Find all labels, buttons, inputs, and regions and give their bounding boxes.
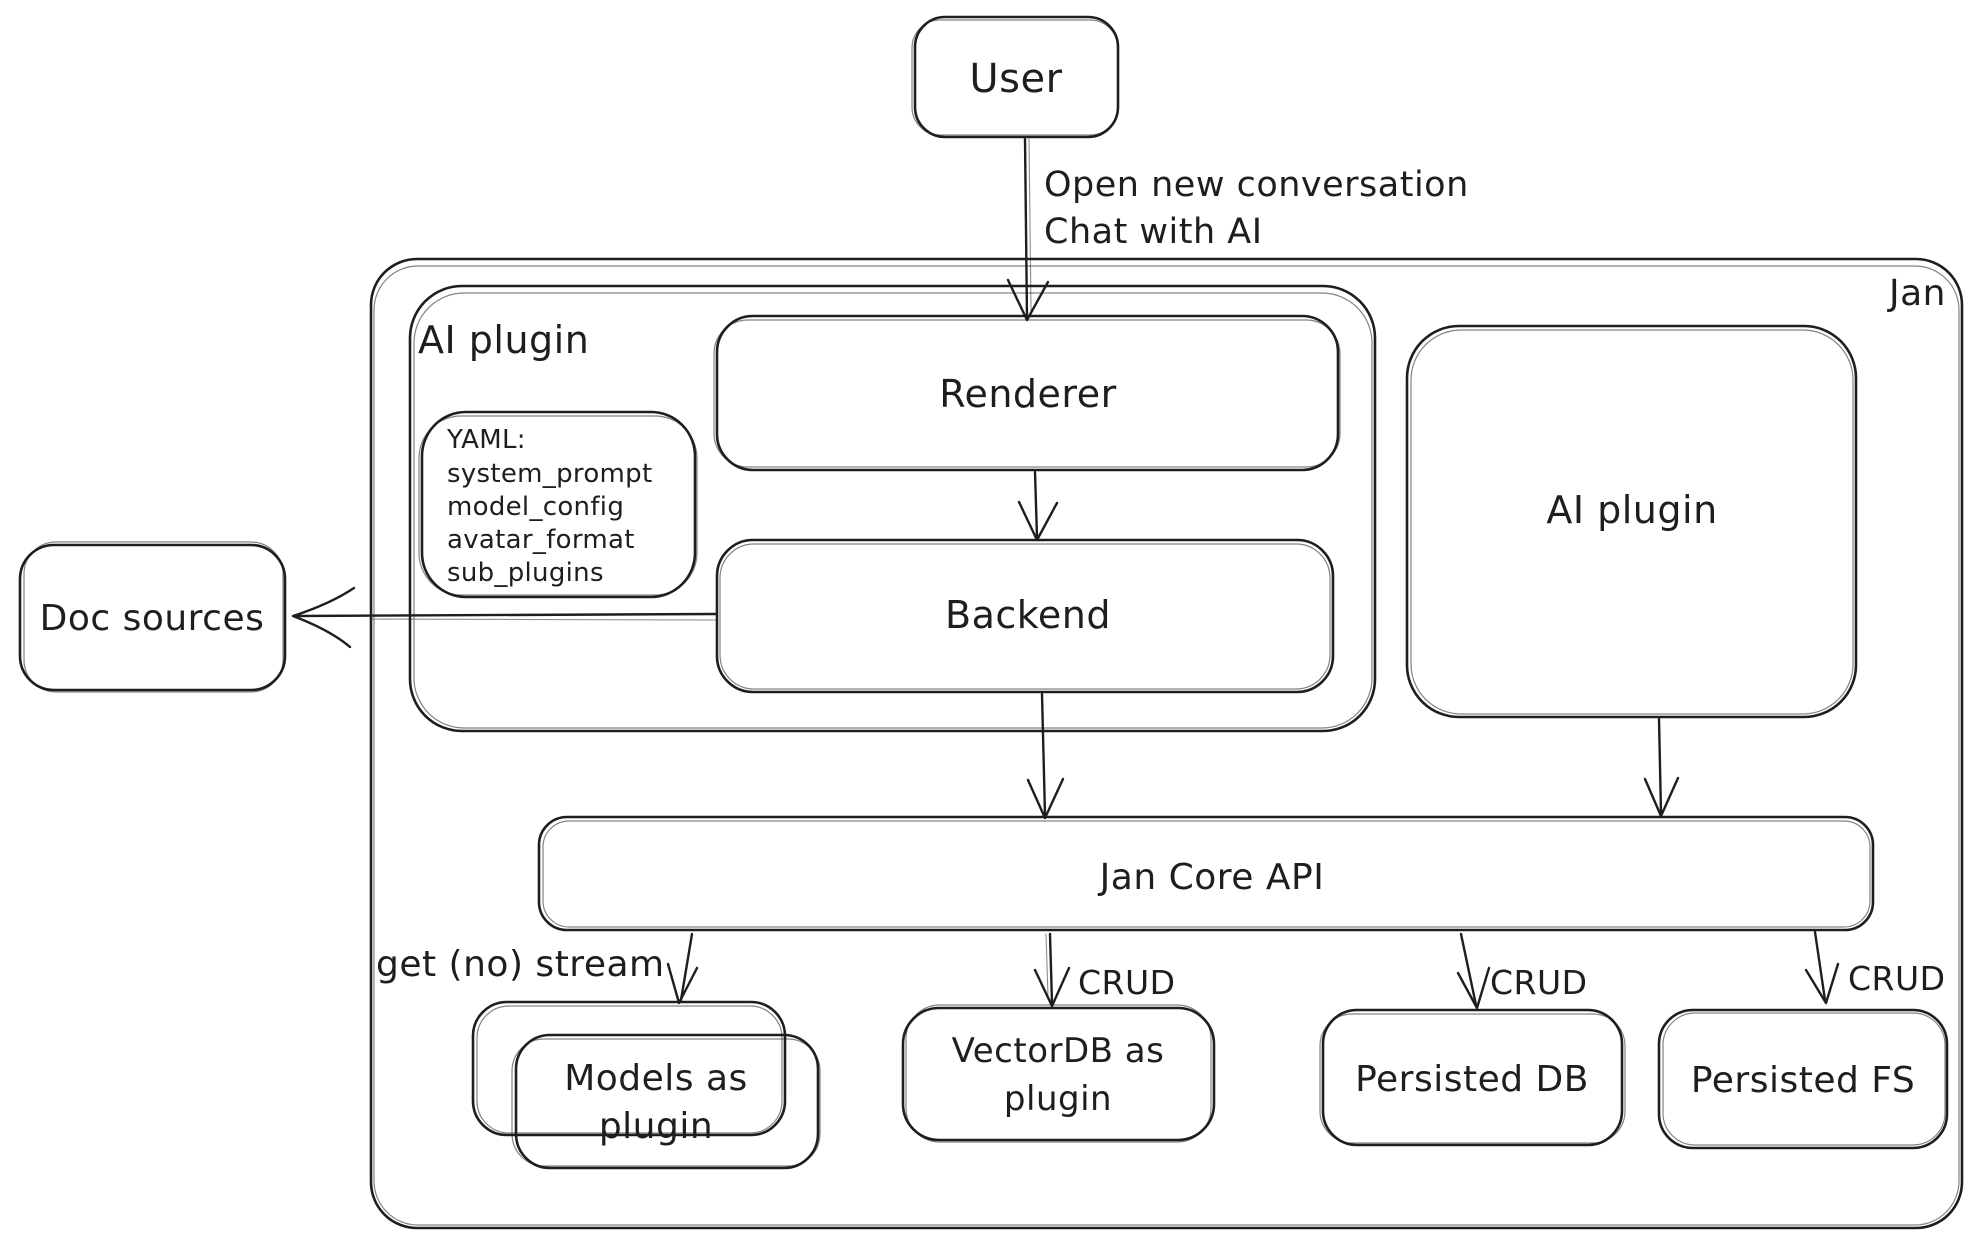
- edge-label-get-no-stream: get (no) stream: [376, 944, 665, 985]
- models-plugin-back-box: [471, 1000, 787, 1137]
- yaml-note-line-1: YAML:: [446, 425, 526, 455]
- renderer-label: Renderer: [939, 372, 1116, 416]
- yaml-note-line-5: sub_plugins: [447, 558, 604, 588]
- yaml-note-node: YAML: system_prompt model_config avatar_…: [418, 410, 698, 599]
- doc-sources-node: Doc sources: [18, 541, 287, 693]
- persisted-fs-box-sketch-stroke: [1662, 1012, 1946, 1146]
- yaml-note-line-3: model_config: [447, 492, 624, 522]
- arrow-user-to-renderer: Open new conversation Chat with AI: [1006, 137, 1469, 322]
- edge-label-chat-with-ai: Chat with AI: [1044, 212, 1263, 252]
- arrow-api-to-models-head: [666, 962, 699, 1005]
- arrow-ai-plugin-to-jan-core-api-head: [1643, 776, 1680, 818]
- backend-node: Backend: [715, 538, 1335, 694]
- user-box-sketch-stroke: [911, 19, 1119, 136]
- arrow-api-to-vectordb-shaft-sketch: [1045, 933, 1049, 997]
- vectordb-plugin-box: [901, 1006, 1216, 1142]
- vectordb-plugin-node: VectorDB as plugin: [901, 1004, 1216, 1143]
- doc-sources-box-sketch-stroke: [23, 541, 284, 693]
- vectordb-plugin-label-line-1: VectorDB as: [952, 1031, 1165, 1071]
- ai-plugin-container-node: AI plugin: [408, 284, 1377, 733]
- yaml-note-line-4: avatar_format: [447, 525, 635, 555]
- persisted-fs-label: Persisted FS: [1691, 1060, 1915, 1101]
- edge-label-crud-persisted-db: CRUD: [1490, 963, 1588, 1002]
- ai-plugin-right-box: [1405, 324, 1858, 719]
- persisted-fs-box: [1657, 1008, 1949, 1150]
- arrow-api-to-models-shaft: [679, 932, 694, 1002]
- ai-plugin-right-node: AI plugin: [1405, 324, 1858, 719]
- arrow-backend-to-doc-sources-shaft-sketch: [369, 618, 717, 621]
- arrow-backend-to-doc-sources-head: [291, 586, 356, 649]
- models-plugin-node: Models as plugin: [471, 1000, 821, 1170]
- models-plugin-back-box-sketch-stroke: [476, 1005, 783, 1134]
- jan-container-label: Jan: [1887, 273, 1946, 314]
- doc-sources-label: Doc sources: [40, 598, 265, 639]
- arrow-api-to-persisted-db: CRUD: [1456, 932, 1588, 1010]
- renderer-box-sketch-stroke: [713, 319, 1341, 468]
- user-label: User: [969, 56, 1062, 102]
- jan-core-api-box: [537, 815, 1875, 932]
- jan-container-node: Jan: [369, 257, 1964, 1230]
- yaml-note-box: [420, 410, 697, 599]
- ai-plugin-right-box-sketch-stroke: [1410, 329, 1854, 715]
- arrow-api-to-persisted-fs: CRUD: [1804, 930, 1946, 1005]
- ai-plugin-container-box-sketch-stroke: [413, 292, 1373, 729]
- edge-label-crud-persisted-fs: CRUD: [1848, 959, 1946, 998]
- backend-box: [715, 538, 1335, 694]
- vectordb-plugin-label-line-2: plugin: [1004, 1079, 1112, 1119]
- jan-container-box: [369, 257, 1964, 1230]
- jan-container-box-sketch-stroke: [373, 265, 1960, 1226]
- yaml-note-box-sketch-stroke: [418, 415, 698, 596]
- arrow-user-to-renderer-head: [1006, 278, 1050, 322]
- arrow-user-to-renderer-shaft: [1023, 137, 1029, 320]
- arrow-api-to-persisted-db-head: [1456, 966, 1491, 1010]
- arrow-user-to-renderer-shaft-sketch: [1028, 138, 1032, 311]
- arrow-backend-to-jan-core-api: [1026, 692, 1065, 820]
- persisted-db-label: Persisted DB: [1355, 1059, 1589, 1100]
- arrow-api-to-models: get (no) stream: [376, 932, 699, 1005]
- vectordb-plugin-box-sketch-stroke: [905, 1004, 1212, 1143]
- models-plugin-label-line-1: Models as: [564, 1058, 748, 1099]
- arrow-renderer-to-backend-head: [1017, 500, 1059, 542]
- arrow-api-to-persisted-fs-head: [1804, 962, 1840, 1005]
- yaml-note-line-2: system_prompt: [447, 459, 652, 489]
- ai-plugin-right-label: AI plugin: [1546, 488, 1717, 532]
- ai-plugin-container-label: AI plugin: [418, 318, 589, 362]
- renderer-box: [715, 314, 1340, 472]
- backend-label: Backend: [945, 593, 1111, 637]
- arrow-api-to-persisted-db-shaft: [1459, 932, 1478, 1007]
- backend-box-sketch-stroke: [719, 543, 1331, 690]
- jan-core-api-box-sketch-stroke: [542, 820, 1871, 928]
- edge-label-crud-vectordb: CRUD: [1078, 963, 1176, 1002]
- arrow-api-to-vectordb-head: [1033, 966, 1071, 1008]
- user-node: User: [911, 15, 1120, 139]
- arrow-renderer-to-backend: [1017, 470, 1059, 542]
- edge-label-open-new-conversation: Open new conversation: [1044, 165, 1469, 205]
- renderer-node: Renderer: [713, 314, 1341, 472]
- arrow-ai-plugin-to-jan-core-api-shaft: [1657, 717, 1663, 815]
- persisted-db-box-sketch-stroke: [1319, 1013, 1626, 1144]
- persisted-fs-node: Persisted FS: [1657, 1008, 1949, 1150]
- ai-plugin-container-box: [408, 284, 1377, 733]
- arrow-ai-plugin-to-jan-core-api: [1643, 717, 1680, 818]
- jan-core-api-node: Jan Core API: [537, 815, 1875, 932]
- arrow-backend-to-doc-sources: [291, 586, 718, 649]
- persisted-db-node: Persisted DB: [1319, 1008, 1626, 1147]
- arrow-backend-to-doc-sources-shaft: [294, 612, 718, 618]
- arrow-api-to-vectordb: CRUD: [1033, 932, 1176, 1008]
- arrow-api-to-persisted-fs-shaft: [1813, 930, 1827, 1002]
- models-plugin-front-box: [514, 1033, 820, 1170]
- arrow-backend-to-jan-core-api-shaft: [1040, 692, 1047, 817]
- jan-core-api-label: Jan Core API: [1098, 857, 1325, 898]
- arrow-backend-to-jan-core-api-head: [1026, 777, 1065, 820]
- doc-sources-box: [18, 543, 287, 692]
- persisted-db-box: [1321, 1008, 1624, 1147]
- models-plugin-front-box-sketch-stroke: [511, 1038, 821, 1167]
- arrow-api-to-vectordb-shaft: [1048, 932, 1054, 1005]
- models-plugin-label-line-2: plugin: [599, 1106, 713, 1147]
- arrow-renderer-to-backend-shaft: [1033, 470, 1039, 539]
